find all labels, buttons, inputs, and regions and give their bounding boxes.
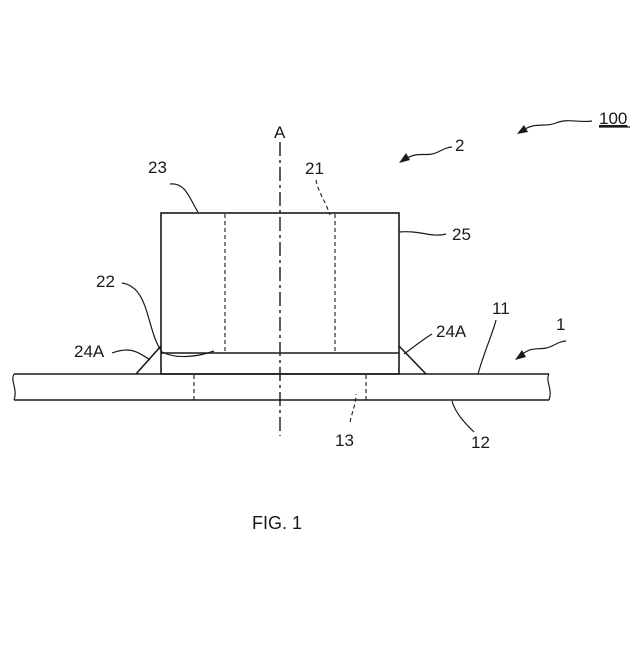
label-axis-a: A [274, 123, 286, 142]
label-25: 25 [452, 225, 471, 244]
label-13: 13 [335, 431, 354, 450]
label-23: 23 [148, 158, 167, 177]
fillet-right [399, 346, 426, 374]
arrow-substrate-1 [515, 341, 566, 360]
label-100: 100 [599, 109, 627, 128]
label-1: 1 [556, 315, 565, 334]
label-22: 22 [96, 272, 115, 291]
fillet-left [136, 346, 161, 374]
label-21: 21 [305, 159, 324, 178]
arrow-component-2 [399, 147, 452, 163]
label-2: 2 [455, 136, 464, 155]
label-24a-right: 24A [436, 322, 467, 341]
label-11: 11 [492, 299, 510, 318]
figure-caption: FIG. 1 [252, 513, 302, 533]
label-24a-left: 24A [74, 342, 105, 361]
substrate-plate [13, 374, 550, 400]
label-12: 12 [471, 433, 490, 452]
leader-lines [112, 180, 496, 432]
arrow-assembly-100 [517, 121, 592, 134]
